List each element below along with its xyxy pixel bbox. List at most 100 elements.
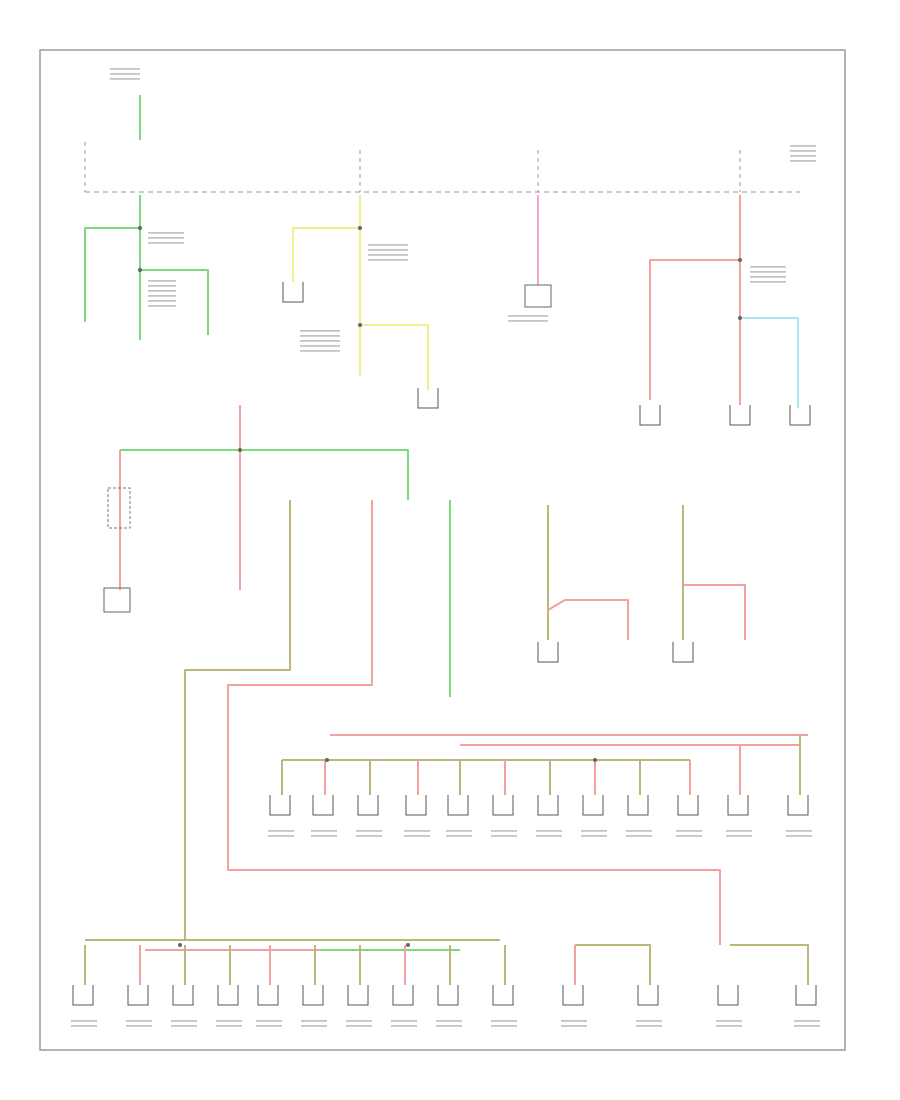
connector-mid-row [787,795,809,816]
module-label [300,350,340,352]
wire-green-left-branch [84,227,140,322]
connector-mid-row [405,795,427,816]
connector-outline [405,795,427,816]
connector-outline [789,405,811,426]
component-caption [216,1020,242,1022]
component-caption [404,835,430,837]
component-caption [491,830,517,832]
component-caption [491,1025,517,1027]
component-layer [72,226,817,1006]
module-label [148,285,176,287]
component-caption [404,830,430,832]
splice-point [138,268,142,272]
module-label [300,335,340,337]
connector-outline [347,985,369,1006]
component-caption [726,835,752,837]
module-label [368,249,408,251]
component-caption [436,1025,462,1027]
component-caption [491,1020,517,1022]
component-caption [446,835,472,837]
component-caption [256,1025,282,1027]
splice-point [406,943,410,947]
connector-mid-row [312,795,334,816]
component-caption [581,835,607,837]
component-caption [171,1025,197,1027]
connector-outline [639,405,661,426]
connector-bottom-row [257,985,279,1006]
component-caption [256,1020,282,1022]
fuse-source-label [110,78,140,80]
component-caption [561,1025,587,1027]
connector-outline [217,985,239,1006]
switch-box [107,487,131,529]
connector-right-a [639,405,661,426]
relay-label [508,320,548,322]
relay-box [524,284,552,308]
connector-outline [257,985,279,1006]
connector-outline [787,795,809,816]
splice-point [138,226,142,230]
connector-mid-row [727,795,749,816]
connector-bottom-row [127,985,149,1006]
component-caption [346,1025,372,1027]
connector-mid-row [492,795,514,816]
connector-bottom-row [302,985,324,1006]
module-label [148,295,176,297]
connector-mid-row [357,795,379,816]
component-caption [171,1020,197,1022]
wire-yellow-left [292,227,360,282]
component-caption [268,835,294,837]
wire-green-horizontal [120,449,409,500]
connector-outline [492,795,514,816]
connector-bottom-row [795,985,817,1006]
relay-box [103,587,131,613]
wire-drop-bottom [575,944,651,985]
connector-mid-row [627,795,649,816]
wire-red-right [683,584,746,640]
connector-outline [312,795,334,816]
component-caption [126,1025,152,1027]
wire-cyan-branch [740,317,799,408]
component-caption [301,1020,327,1022]
wire-red-feeder [227,500,721,945]
component-caption [446,830,472,832]
module-label [148,290,176,292]
component-caption [626,835,652,837]
connector-outline [717,985,739,1006]
connector-outline [302,985,324,1006]
module-label [148,305,176,307]
component-caption [676,835,702,837]
connector-bottom-row [217,985,239,1006]
component-caption [726,830,752,832]
connector-bottom-row [562,985,584,1006]
connector-outline [357,795,379,816]
splice-point [325,758,329,762]
connector-outline [677,795,699,816]
bus-caption [790,160,816,162]
bus-caption [790,145,816,147]
connector-right [672,642,694,663]
module-label [148,242,184,244]
wire-green-right-branch [140,269,209,335]
wire-red-left [649,259,740,400]
connector-outline [729,405,751,426]
module-label [750,276,786,278]
connector-mid-row [269,795,291,816]
splice-point [358,323,362,327]
splice-point [358,226,362,230]
connector-outline [492,985,514,1006]
label-layer [71,68,820,1027]
wire-yellow-right [360,324,429,390]
connector-outline [727,795,749,816]
component-caption [626,830,652,832]
connector-bottom-row [637,985,659,1006]
connector-outline [795,985,817,1006]
connector-right-c [789,405,811,426]
component-caption [794,1020,820,1022]
fuse-source-label [110,73,140,75]
connector-outline [627,795,649,816]
module-label [300,330,340,332]
relay-label [508,315,548,317]
wire-tan-feeder [184,500,291,940]
